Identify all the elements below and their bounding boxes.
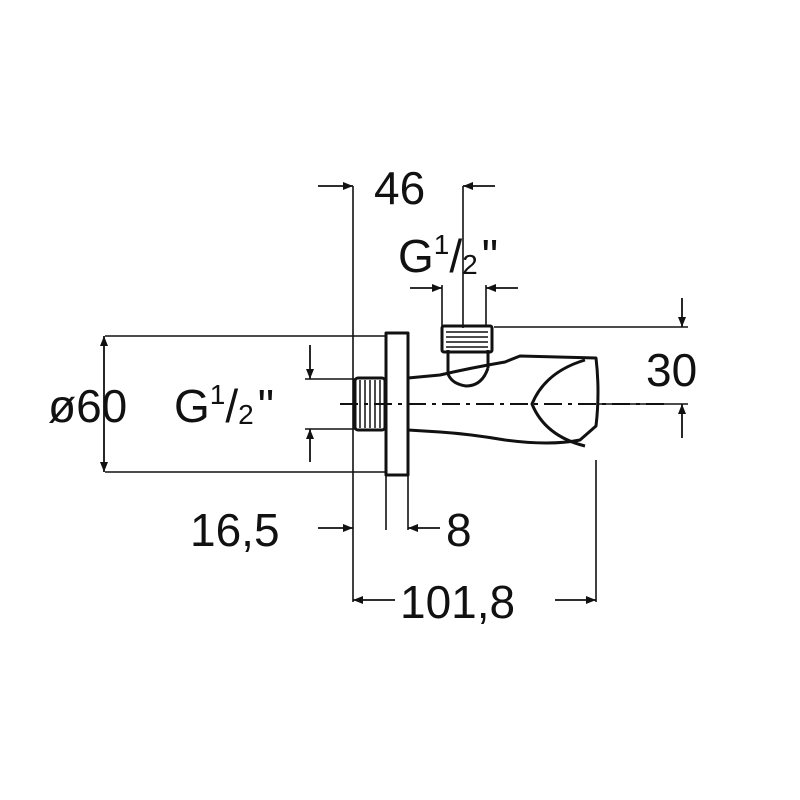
dim-top-thread: G1/2" (398, 229, 498, 282)
dim-top-thread-num: 1 (434, 229, 450, 260)
dim-top-thread-slash: / (449, 230, 462, 282)
dim-flange-thread-den: 2 (238, 399, 254, 430)
dim-top-thread-prefix: G (398, 230, 434, 282)
handle-cap (530, 358, 586, 448)
dim-flange-thickness: 8 (446, 504, 472, 556)
dim-flange-thread-suffix: " (258, 380, 274, 432)
dim-top-thread-suffix: " (482, 230, 498, 282)
extension-lines (105, 186, 688, 602)
dim-top-thread-den: 2 (462, 249, 478, 280)
valve-body (353, 324, 600, 477)
dim-flange-thread: G1/2" (174, 379, 274, 432)
dim-flange-thread-prefix: G (174, 380, 210, 432)
neck-curve (446, 367, 490, 388)
outlet-thread (440, 324, 494, 354)
body-outline (406, 354, 600, 445)
outlet-thread-hatch (446, 331, 488, 348)
dim-inlet-length: 16,5 (190, 504, 280, 556)
dim-side-height: 30 (646, 344, 697, 396)
dim-flange-thread-slash: / (225, 380, 238, 432)
dim-top-width: 46 (374, 162, 425, 214)
dim-overall-length: 101,8 (400, 576, 515, 628)
dim-flange-thread-num: 1 (210, 379, 226, 410)
dim-flange-label: ø60 (48, 380, 127, 432)
dimension-arrows (100, 182, 686, 604)
inlet-thread-hatch (359, 380, 381, 428)
